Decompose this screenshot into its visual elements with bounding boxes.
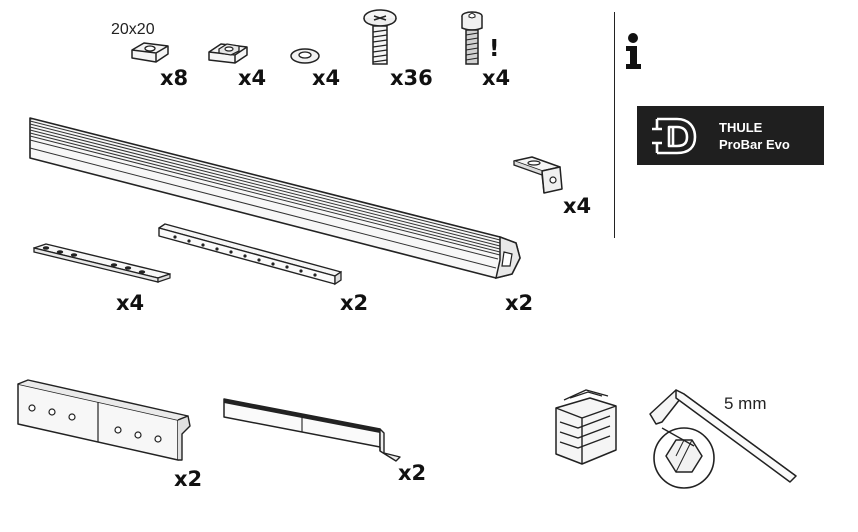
square-nut-qty: x8 bbox=[160, 66, 189, 90]
product-name: ProBar Evo bbox=[719, 137, 790, 152]
socket-bolt bbox=[461, 11, 483, 65]
angle-bracket bbox=[513, 156, 563, 194]
square-nut bbox=[131, 42, 169, 63]
socket-tool-icon bbox=[555, 389, 617, 465]
t-nut bbox=[208, 43, 248, 64]
screw bbox=[363, 9, 397, 65]
screw-qty: x36 bbox=[390, 66, 433, 90]
washer bbox=[290, 48, 320, 64]
hex-key-icon bbox=[649, 389, 797, 489]
bolt-warning-mark: ! bbox=[489, 36, 500, 62]
washer-qty: x4 bbox=[312, 66, 341, 90]
angle-strip bbox=[223, 398, 401, 462]
flat-plate-qty: x4 bbox=[116, 291, 145, 315]
section-divider bbox=[614, 12, 615, 238]
profile-bar-qty: x2 bbox=[505, 291, 534, 315]
angle-bracket-qty: x4 bbox=[563, 194, 592, 218]
joiner-profile bbox=[17, 379, 191, 461]
channel-rail-qty: x2 bbox=[340, 291, 369, 315]
probar-logo-icon bbox=[652, 117, 697, 155]
joiner-profile-qty: x2 bbox=[174, 467, 203, 491]
hex-key-size: 5 mm bbox=[724, 394, 767, 413]
channel-rail bbox=[158, 223, 342, 286]
bolt-qty: x4 bbox=[482, 66, 511, 90]
brand-name: THULE bbox=[719, 120, 763, 135]
info-icon bbox=[626, 33, 641, 69]
angle-strip-qty: x2 bbox=[398, 461, 427, 485]
t-nut-qty: x4 bbox=[238, 66, 267, 90]
brand-badge: THULE ProBar Evo bbox=[637, 106, 824, 165]
size-label: 20x20 bbox=[111, 21, 155, 38]
flat-plate bbox=[33, 243, 171, 283]
profile-bar bbox=[29, 117, 521, 280]
